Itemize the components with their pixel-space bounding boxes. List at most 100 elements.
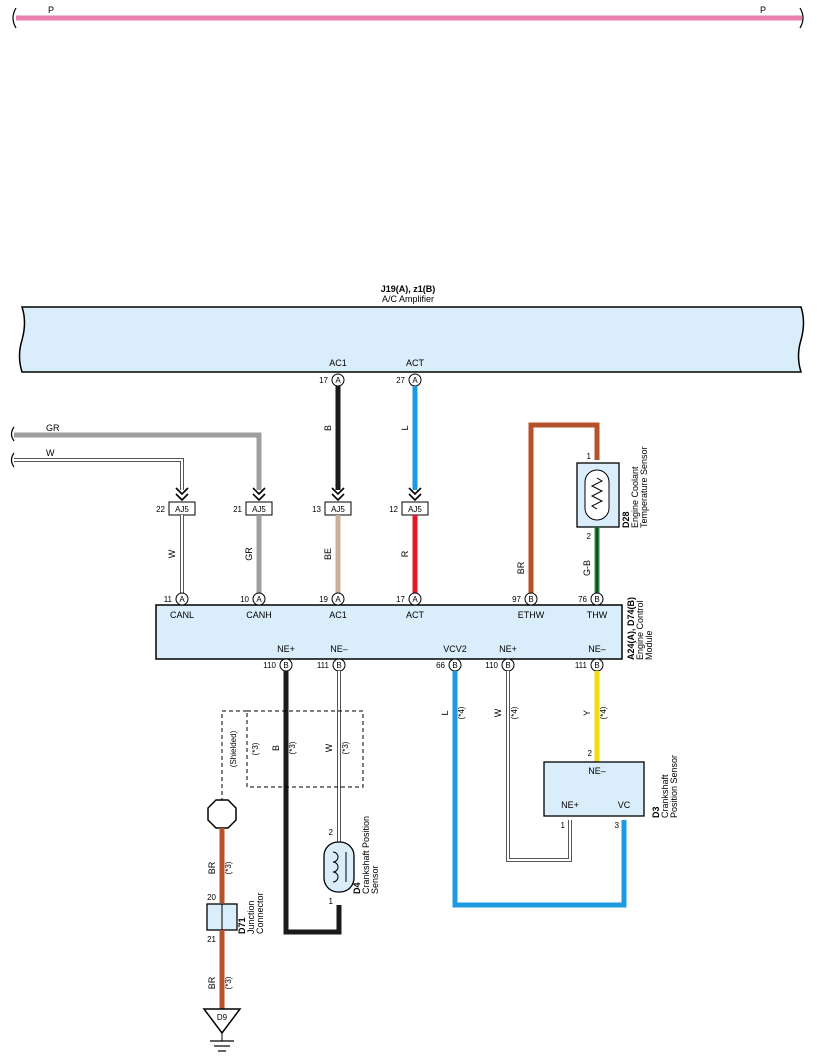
shield-drain (221, 710, 247, 800)
aj5-13-num: 13 (312, 505, 321, 514)
ecm-name2: Module (644, 630, 654, 660)
d3-num1: 1 (561, 821, 566, 830)
coil-icon (332, 851, 347, 883)
wire-w-ne-plus-2 (507, 671, 571, 861)
ecm-pin-ne-plus-1-conn: B (283, 661, 288, 670)
ecm-pin-ne-plus-1-num: 110 (263, 661, 276, 670)
ecm-id: A24(A), D74(B) (626, 597, 636, 660)
wire-b-ne-plus-1 (283, 671, 342, 935)
wire-br-ethw-label: BR (516, 561, 526, 574)
aj5-21-num: 21 (233, 505, 242, 514)
ground-d9-label: D9 (217, 1013, 228, 1022)
wire-p-left-label: P (48, 5, 54, 15)
aj5-21-name: AJ5 (252, 505, 266, 514)
wire-b-ne-plus-1-label: B (271, 745, 281, 751)
wire-l-vcv2 (452, 671, 627, 908)
ecm-pin-canh-name: CANH (246, 610, 272, 620)
d3-name1: Crankshaft (660, 774, 670, 818)
wire-be-label: BE (323, 548, 333, 560)
ecm-pin-thw-conn: B (594, 595, 599, 604)
d3-num2: 2 (588, 749, 593, 758)
ecm-pin-ne-plus-1-name: NE+ (277, 644, 295, 654)
ecm-pin-ne-plus-2-num: 110 (485, 661, 498, 670)
d71-num20: 20 (207, 893, 216, 902)
amp-pin-ac1-num: 17 (319, 376, 328, 385)
ecm-bottom-pins: NE+ B 110 NE– B 111 VCV2 B 66 NE+ B 110 … (263, 644, 606, 672)
ac-amplifier-box (18, 306, 805, 373)
wire-br-ethw (528, 422, 600, 593)
wire-br-shield-upper-note: (*3) (224, 861, 233, 874)
ecm-pin-canl-num: 11 (164, 595, 173, 604)
amp-pin-ac1-name: AC1 (329, 358, 347, 368)
thermistor-icon (590, 477, 604, 510)
ecm-pin-act-conn: A (412, 595, 418, 604)
d3-pin-ne-minus: NE– (588, 766, 606, 776)
amp-pin-act-name: ACT (406, 358, 425, 368)
wire-w-canl-label: W (167, 549, 177, 558)
shield-note: (*3) (251, 742, 260, 755)
shield-label: (Shielded) (229, 730, 238, 767)
wire-w-in-fill (14, 459, 183, 490)
d28-pin2: 2 (587, 532, 592, 541)
break-mark-w (10, 452, 15, 468)
ecm-top-pins: A 11 CANL A 10 CANH A 19 AC1 A 17 ACT B … (164, 592, 608, 620)
wire-p-right-label: P (760, 5, 766, 15)
ecm-pin-ne-plus-2-conn: B (505, 661, 510, 670)
shield-ground-octagon (207, 799, 237, 829)
d71-num21: 21 (207, 935, 216, 944)
break-mark-left (12, 7, 17, 29)
ac-amplifier-name: A/C Amplifier (382, 294, 434, 304)
wire-b-ne-plus-1-note: (*3) (288, 741, 297, 754)
ecm-pin-vcv2-conn: B (452, 661, 457, 670)
wire-w-ne-plus-2-label: W (493, 708, 503, 717)
wire-br-shield-upper-label: BR (207, 861, 217, 874)
ecm-pin-ne-plus-2-name: NE+ (499, 644, 517, 654)
d4-num1: 1 (329, 897, 334, 906)
aj5-12-name: AJ5 (408, 505, 422, 514)
ecm-pin-ethw-num: 97 (512, 595, 521, 604)
ecm-pin-ac1-conn: A (335, 595, 341, 604)
ecm-pin-act-name: ACT (406, 610, 425, 620)
d28-id: D28 (621, 511, 631, 528)
ground-d9-triangle (202, 1008, 242, 1035)
ecm-pin-canh-conn: A (256, 595, 262, 604)
wire-w-ne-minus-1-label: W (324, 743, 334, 752)
wire-w-in (14, 458, 184, 490)
ecm-pin-vcv2-name: VCV2 (443, 644, 467, 654)
ecm-name1: Engine Control (635, 600, 645, 660)
d3-id: D3 (651, 806, 661, 818)
wire-gb-thw-label: G-B (582, 560, 592, 576)
d28-name2: Temperature Sensor (639, 446, 649, 528)
d4-num2: 2 (329, 828, 334, 837)
ecm-pin-ne-minus-1-num: 111 (317, 661, 330, 670)
wire-l-vcv2-note: (*4) (457, 706, 466, 719)
d3-num3: 3 (615, 821, 620, 830)
ecm-pin-act-num: 17 (396, 595, 405, 604)
break-mark-right (799, 7, 804, 29)
d3-name2: Position Sensor (669, 755, 679, 818)
ecm-pin-ethw-name: ETHW (518, 610, 545, 620)
d28-thermistor (584, 469, 610, 521)
ecm-pin-canl-name: CANL (170, 610, 194, 620)
ecm-pin-canh-num: 10 (240, 595, 249, 604)
d4-sensor-body (323, 841, 355, 893)
wire-br-shield-lower-label: BR (207, 976, 217, 989)
wire-gr-canh-label: GR (244, 547, 254, 561)
ecm-pin-ethw-conn: B (528, 595, 533, 604)
shield-box (246, 710, 364, 788)
ecm-pin-ac1-num: 19 (319, 595, 328, 604)
d71-id: D71 (237, 917, 247, 934)
ecm-pin-thw-num: 76 (578, 595, 587, 604)
d71-name1: Junction (246, 900, 256, 934)
ecm-pin-ac1-name: AC1 (329, 610, 347, 620)
ecm-box (155, 604, 623, 660)
wire-y-note: (*4) (599, 706, 608, 719)
wire-w-in-label: W (46, 448, 55, 458)
d4-id: D4 (352, 882, 362, 894)
d71-name2: Connector (255, 892, 265, 934)
d3-pin-vc: VC (618, 800, 631, 810)
amp-pin-act-conn: A (412, 376, 418, 385)
ecm-pin-thw-name: THW (587, 610, 608, 620)
ac-amplifier-id: J19(A), z1(B) (381, 284, 436, 294)
